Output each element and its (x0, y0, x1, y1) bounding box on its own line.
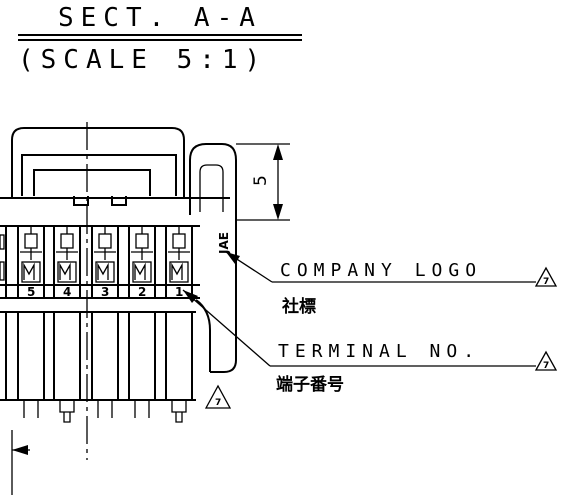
dimension-5: 5 (236, 143, 290, 221)
terminal-number-5: 5 (27, 285, 35, 299)
terminal-number-4: 4 (63, 285, 71, 299)
terminal-no-japanese: 端子番号 (276, 374, 344, 395)
terminal-cavity-3 (91, 225, 119, 299)
terminal-number-2: 2 (138, 285, 146, 299)
terminal-cavity-5 (17, 225, 45, 299)
terminal-no-revision: 7 (543, 361, 549, 371)
jae-logo-mark: JAE (217, 232, 231, 255)
revision-number: 7 (215, 398, 221, 408)
terminal-number-3: 3 (101, 285, 109, 299)
section-title: SECT. A-A (58, 3, 262, 33)
housing-outline (0, 122, 237, 460)
terminal-no-callout: TERMINAL NO. 端子番号 7 (182, 289, 558, 395)
terminal-number-1: 1 (175, 285, 183, 299)
terminal-cavity-2 (128, 225, 156, 299)
terminal-row: 5 4 3 2 1 (0, 225, 200, 299)
company-logo-label: COMPANY LOGO (280, 260, 482, 281)
company-logo-japanese: 社標 (281, 296, 316, 317)
terminal-cavity-4 (53, 225, 81, 299)
bottom-dimension-arrow (11, 430, 30, 495)
revision-triangle: 7 (204, 384, 232, 409)
company-logo-callout: COMPANY LOGO 社標 7 (225, 251, 558, 317)
terminal-no-label: TERMINAL NO. (278, 341, 480, 362)
scale-label: (SCALE 5:1) (18, 45, 267, 75)
company-logo-revision: 7 (543, 277, 549, 287)
contact-pins (0, 311, 196, 423)
terminal-cavity-1 (165, 225, 193, 299)
dimension-value: 5 (251, 175, 271, 186)
